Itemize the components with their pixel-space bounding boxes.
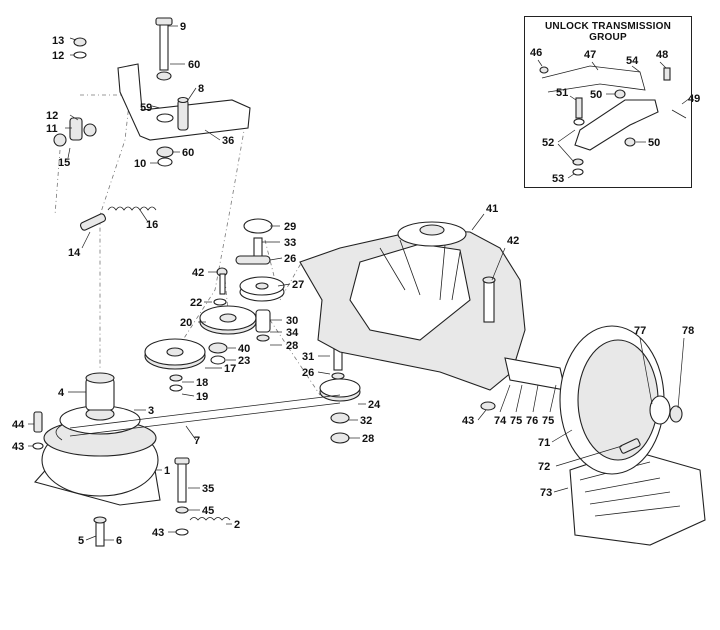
label-78: 78 (682, 325, 694, 337)
label-16: 16 (146, 219, 158, 231)
label-26-b: 26 (302, 367, 314, 379)
label-23: 23 (238, 355, 250, 367)
label-32: 32 (360, 415, 372, 427)
label-27: 27 (292, 279, 304, 291)
label-34: 34 (286, 327, 299, 339)
label-14: 14 (68, 247, 81, 259)
leader-lines (28, 25, 691, 541)
label-28-b: 28 (362, 433, 374, 445)
rear-wheel (559, 325, 706, 546)
part-labels: 9 13 12 60 8 12 59 11 36 15 10 60 16 14 … (12, 21, 700, 547)
label-12: 12 (52, 50, 64, 62)
label-47: 47 (584, 49, 596, 61)
label-73: 73 (540, 487, 552, 499)
label-42-b: 42 (192, 267, 204, 279)
label-75-b: 75 (542, 415, 554, 427)
label-45: 45 (202, 505, 214, 517)
label-24: 24 (368, 399, 381, 411)
label-13: 13 (52, 35, 64, 47)
label-7: 7 (194, 435, 200, 447)
label-2: 2 (234, 519, 240, 531)
label-46: 46 (530, 47, 542, 59)
label-48: 48 (656, 49, 668, 61)
label-59: 59 (140, 102, 152, 114)
label-60: 60 (188, 59, 200, 71)
label-44: 44 (12, 419, 25, 431)
label-72: 72 (538, 461, 550, 473)
label-35: 35 (202, 483, 214, 495)
label-74: 74 (494, 415, 507, 427)
label-11: 11 (46, 123, 58, 135)
label-18: 18 (196, 377, 208, 389)
label-19: 19 (196, 391, 208, 403)
label-76: 76 (526, 415, 538, 427)
label-3: 3 (148, 405, 154, 417)
label-54: 54 (626, 55, 639, 67)
label-5: 5 (78, 535, 84, 547)
label-12-b: 12 (46, 110, 58, 122)
label-28: 28 (286, 340, 298, 352)
label-22: 22 (190, 297, 202, 309)
label-29: 29 (284, 221, 296, 233)
label-26: 26 (284, 253, 296, 265)
engine-clutch (32, 372, 231, 547)
label-43-c: 43 (462, 415, 474, 427)
transmission-housing (299, 221, 566, 411)
label-43: 43 (12, 441, 24, 453)
label-43-b: 43 (152, 527, 164, 539)
label-53: 53 (552, 173, 564, 185)
label-52: 52 (542, 137, 554, 149)
label-33: 33 (284, 237, 296, 249)
label-8: 8 (198, 83, 204, 95)
unlock-transmission-box: UNLOCK TRANSMISSION GROUP (524, 16, 692, 188)
label-50: 50 (590, 89, 602, 101)
label-60-b: 60 (182, 147, 194, 159)
drive-belt (55, 394, 341, 441)
label-4: 4 (58, 387, 65, 399)
label-51: 51 (556, 87, 568, 99)
label-42: 42 (507, 235, 519, 247)
label-36: 36 (222, 135, 234, 147)
label-75: 75 (510, 415, 522, 427)
label-71: 71 (538, 437, 550, 449)
label-50-b: 50 (648, 137, 660, 149)
label-77: 77 (634, 325, 646, 337)
label-17: 17 (224, 363, 236, 375)
idler-pulleys (144, 218, 361, 444)
label-10: 10 (134, 158, 146, 170)
label-20: 20 (180, 317, 192, 329)
inset-title: UNLOCK TRANSMISSION GROUP (544, 21, 672, 43)
label-6: 6 (116, 535, 122, 547)
label-41: 41 (486, 203, 498, 215)
label-30: 30 (286, 315, 298, 327)
label-15: 15 (58, 157, 70, 169)
label-1: 1 (164, 465, 170, 477)
unlock-transmission-inset (539, 65, 687, 176)
label-31: 31 (302, 351, 314, 363)
bracket-assembly (53, 17, 251, 231)
label-40: 40 (238, 343, 250, 355)
label-9: 9 (180, 21, 186, 33)
